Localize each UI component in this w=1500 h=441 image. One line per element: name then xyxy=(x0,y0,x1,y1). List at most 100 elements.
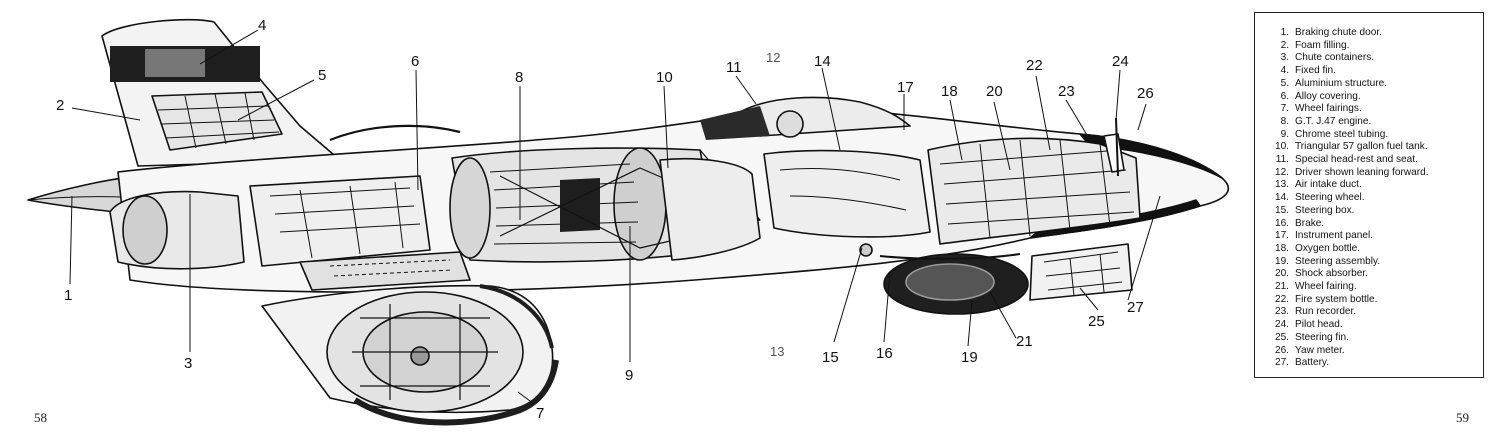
legend-item-number: 3. xyxy=(1280,52,1289,64)
legend-item-text: Aluminium structure. xyxy=(1295,77,1387,89)
legend-item-number: 5. xyxy=(1280,77,1289,89)
legend-item-text: Pilot head. xyxy=(1295,319,1343,331)
callout-9: 9 xyxy=(625,367,633,384)
legend-item-number: 4. xyxy=(1280,65,1289,77)
legend-item-text: Foam filling. xyxy=(1295,39,1350,51)
legend-item: 14. Steering wheel. xyxy=(1269,192,1475,205)
callout-14: 14 xyxy=(814,53,831,70)
callout-4: 4 xyxy=(258,17,266,34)
legend-item: 17. Instrument panel. xyxy=(1269,230,1475,243)
callout-18: 18 xyxy=(941,83,958,100)
legend-item: 3. Chute containers. xyxy=(1269,52,1475,65)
legend-item-number: 11. xyxy=(1275,154,1289,166)
callout-20: 20 xyxy=(986,83,1003,100)
legend-item-number: 12. xyxy=(1274,166,1289,178)
callout-19: 19 xyxy=(961,349,978,366)
legend-item-number: 24. xyxy=(1274,319,1289,331)
legend-item-text: Shock absorber. xyxy=(1295,268,1368,280)
legend-item: 19. Steering assembly. xyxy=(1269,256,1475,269)
legend-item-number: 1. xyxy=(1280,27,1289,38)
callout-17: 17 xyxy=(897,79,914,96)
legend-item: 9. Chrome steel tubing. xyxy=(1269,129,1475,142)
legend-item-text: Instrument panel. xyxy=(1295,230,1373,242)
legend-item-text: Chute containers. xyxy=(1295,52,1375,64)
callout-1: 1 xyxy=(64,287,72,304)
callout-8: 8 xyxy=(515,69,523,86)
legend-item: 10. Triangular 57 gallon fuel tank. xyxy=(1269,141,1475,154)
callout-26: 26 xyxy=(1137,85,1154,102)
legend-item: 4. Fixed fin. xyxy=(1269,65,1475,78)
callout-24: 24 xyxy=(1112,53,1129,70)
legend-panel: 1.Braking chute door.2.Foam filling.3.Ch… xyxy=(1254,12,1484,378)
legend-item: 7. Wheel fairings. xyxy=(1269,103,1475,116)
legend-item: 12. Driver shown leaning forward. xyxy=(1269,167,1475,180)
legend-item-number: 13. xyxy=(1274,179,1289,191)
driver-helmet xyxy=(776,110,804,138)
callout-16: 16 xyxy=(876,345,893,362)
legend-item-text: Fire system bottle. xyxy=(1295,293,1378,305)
legend-item-number: 8. xyxy=(1280,115,1289,127)
legend-item-number: 15. xyxy=(1274,204,1289,216)
callout-23: 23 xyxy=(1058,83,1075,100)
legend-item-text: Brake. xyxy=(1295,217,1325,229)
legend-item: 21.Wheel fairing. xyxy=(1269,281,1475,294)
legend-list: 1.Braking chute door.2.Foam filling.3.Ch… xyxy=(1269,27,1475,370)
legend-item-text: Oxygen bottle. xyxy=(1295,242,1361,254)
legend-item-text: Driver shown leaning forward. xyxy=(1295,166,1429,178)
legend-item-number: 27. xyxy=(1274,357,1289,369)
legend-item-text: Fixed fin. xyxy=(1295,65,1336,77)
legend-item-text: Wheel fairings. xyxy=(1295,103,1362,115)
legend-item-text: Steering box. xyxy=(1295,204,1355,216)
legend-item: 6.Alloy covering. xyxy=(1269,91,1475,104)
legend-item: 5. Aluminium structure. xyxy=(1269,78,1475,91)
legend-item-number: 9. xyxy=(1280,128,1289,140)
legend-item: 18. Oxygen bottle. xyxy=(1269,243,1475,256)
legend-item-number: 17. xyxy=(1274,230,1289,242)
legend-item-number: 25. xyxy=(1274,331,1289,343)
legend-item-number: 14. xyxy=(1274,192,1289,204)
callout-7: 7 xyxy=(536,405,544,422)
legend-item-text: Special head-rest and seat. xyxy=(1295,154,1418,166)
legend-item-number: 26. xyxy=(1274,344,1289,356)
legend-item: 20. Shock absorber. xyxy=(1269,268,1475,281)
callout-15: 15 xyxy=(822,349,839,366)
legend-item: 16.Brake. xyxy=(1269,218,1475,231)
legend-item: 27.Battery. xyxy=(1269,357,1475,370)
callout-11: 11 xyxy=(726,59,742,76)
callout-25: 25 xyxy=(1088,313,1105,330)
callout-10: 10 xyxy=(656,69,673,86)
callout-22: 22 xyxy=(1026,57,1043,74)
legend-item-number: 22. xyxy=(1274,293,1289,305)
callout-12: 12 xyxy=(766,50,780,65)
legend-item: 13.Air intake duct. xyxy=(1269,179,1475,192)
legend-item-text: Steering wheel. xyxy=(1295,192,1365,204)
legend-item: 25. Steering fin. xyxy=(1269,332,1475,345)
legend-item-number: 23. xyxy=(1274,306,1289,318)
legend-item-number: 10. xyxy=(1274,141,1289,153)
callout-6: 6 xyxy=(411,53,419,70)
callout-3: 3 xyxy=(184,355,192,372)
legend-item: 26. Yaw meter. xyxy=(1269,345,1475,358)
page-number-right: 59 xyxy=(1456,410,1469,425)
legend-item: 22. Fire system bottle. xyxy=(1269,294,1475,307)
legend-item: 23.Run recorder. xyxy=(1269,306,1475,319)
legend-item-text: Wheel fairing. xyxy=(1295,281,1357,293)
legend-item-number: 20. xyxy=(1274,268,1289,280)
legend-item-text: Yaw meter. xyxy=(1295,344,1345,356)
legend-item-text: Steering fin. xyxy=(1295,331,1349,343)
legend-item-text: Chrome steel tubing. xyxy=(1295,128,1389,140)
callout-2: 2 xyxy=(56,97,64,114)
legend-item-number: 7. xyxy=(1280,103,1289,115)
legend-item-number: 6. xyxy=(1280,90,1289,102)
legend-item: 11. Special head-rest and seat. xyxy=(1269,154,1475,167)
callout-27: 27 xyxy=(1127,299,1144,316)
legend-item-number: 18. xyxy=(1274,242,1289,254)
page-number-left: 58 xyxy=(34,410,47,425)
legend-item-text: Triangular 57 gallon fuel tank. xyxy=(1295,141,1428,153)
callout-13: 13 xyxy=(770,344,784,359)
legend-item-text: Steering assembly. xyxy=(1295,255,1381,267)
legend-item-number: 19. xyxy=(1274,255,1289,267)
callout-5: 5 xyxy=(318,67,326,84)
legend-item-text: Braking chute door. xyxy=(1295,27,1382,38)
